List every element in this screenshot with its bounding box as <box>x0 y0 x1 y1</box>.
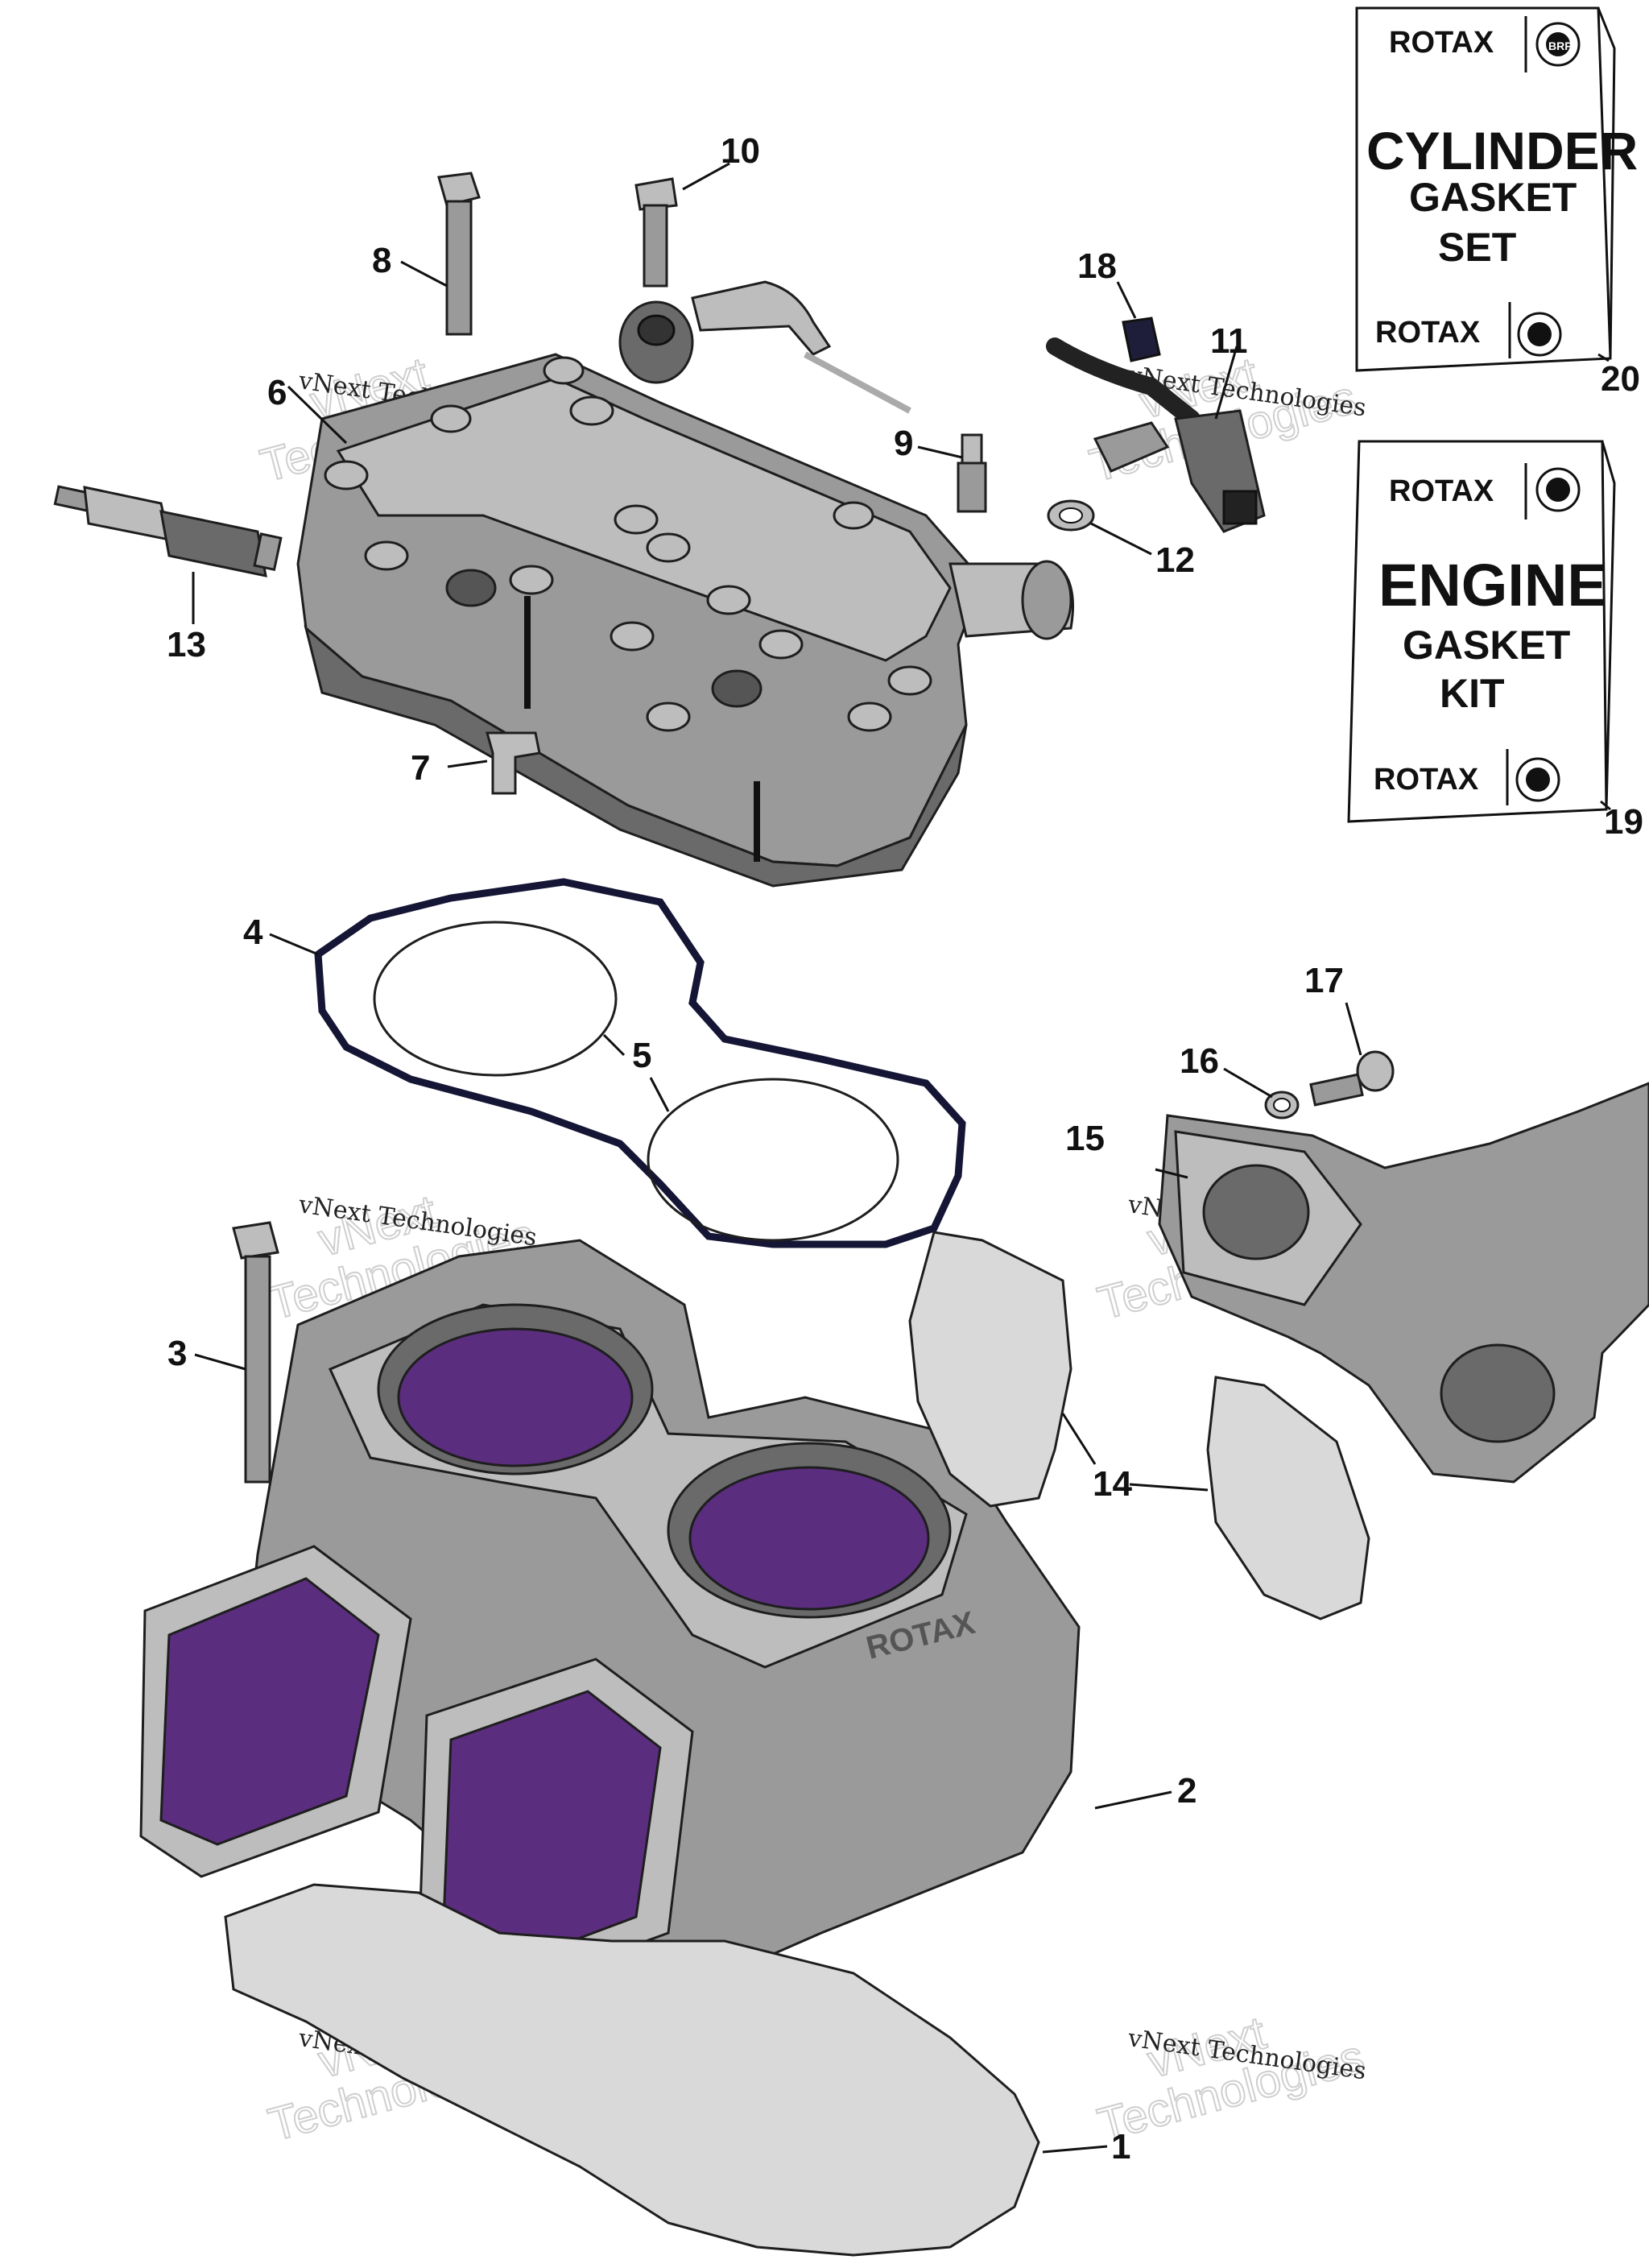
callout-5[interactable]: 5 <box>632 1036 651 1075</box>
exhaust-gasket[interactable] <box>1206 1376 1370 1620</box>
temperature-sensor[interactable] <box>1046 337 1266 533</box>
kit-line3: SET <box>1438 225 1516 270</box>
spark-plug-port <box>445 569 497 607</box>
callout-3[interactable]: 3 <box>167 1334 187 1373</box>
kit-brand-bottom: ROTAX <box>1375 316 1481 350</box>
intake-port <box>139 1545 412 1878</box>
brp-badge-icon <box>1515 757 1560 802</box>
callout-20[interactable]: 20 <box>1601 359 1640 399</box>
manifold-bolt[interactable] <box>1309 1050 1395 1107</box>
exhaust-gasket[interactable] <box>908 1231 1072 1508</box>
kit-line3: KIT <box>1440 671 1505 716</box>
cylinder-bolt[interactable] <box>232 1221 279 1484</box>
knock-sensor[interactable] <box>618 280 911 414</box>
callout-16[interactable]: 16 <box>1180 1041 1219 1081</box>
kit-line1: CYLINDER <box>1366 121 1638 180</box>
intake-port <box>417 1658 694 1999</box>
sensor-washer[interactable] <box>1047 499 1095 532</box>
callout-14[interactable]: 14 <box>1093 1464 1132 1504</box>
cylinder-base-gasket[interactable] <box>224 1883 1040 2257</box>
callout-15[interactable]: 15 <box>1065 1119 1105 1158</box>
brp-badge-text: BRP <box>1548 39 1573 52</box>
kit-brand-top: ROTAX <box>1389 26 1494 60</box>
cylinder-bore <box>667 1442 952 1619</box>
kit-brand-top: ROTAX <box>1389 474 1494 508</box>
spark-plug-port <box>711 669 763 708</box>
sensor-clip[interactable] <box>1122 317 1161 362</box>
kit-line2: GASKET <box>1409 175 1577 220</box>
brp-badge-icon <box>1535 467 1581 512</box>
knock-sensor-bolt[interactable] <box>634 177 678 288</box>
leader-lines <box>192 162 1611 2154</box>
manifold-washer[interactable] <box>1264 1091 1300 1120</box>
spark-plug[interactable] <box>53 485 283 577</box>
callout-8[interactable]: 8 <box>372 241 391 280</box>
callout-11[interactable]: 11 <box>1210 321 1248 361</box>
callout-13[interactable]: 13 <box>167 625 206 664</box>
head-o-ring[interactable] <box>314 878 966 1248</box>
callout-numbers: 1 2 3 4 5 6 7 8 9 10 11 12 13 14 15 16 1… <box>167 131 1643 2167</box>
callout-4[interactable]: 4 <box>243 913 263 952</box>
cylinder-bore <box>377 1303 654 1475</box>
callout-12[interactable]: 12 <box>1155 540 1195 580</box>
callout-18[interactable]: 18 <box>1077 246 1117 286</box>
callout-19[interactable]: 19 <box>1604 802 1643 842</box>
cylinder-head-bolt-long[interactable] <box>437 172 481 336</box>
kit-line2: GASKET <box>1403 623 1570 668</box>
exhaust-manifold[interactable] <box>1158 1082 1649 1484</box>
head-bolt-bosses <box>324 356 932 732</box>
kit-line1: ENGINE <box>1378 552 1607 619</box>
cylinder-ring[interactable] <box>373 921 618 1077</box>
cylinder-ring[interactable] <box>647 1078 899 1242</box>
kit-card-cylinder-gasket-set[interactable]: ROTAX BRP CYLINDER GASKET SET ROTAX <box>1355 6 1638 372</box>
kit-brand-bottom: ROTAX <box>1374 763 1479 797</box>
callout-17[interactable]: 17 <box>1304 961 1344 1000</box>
callout-6[interactable]: 6 <box>267 373 287 412</box>
head-fitting[interactable] <box>957 433 987 513</box>
callout-1[interactable]: 1 <box>1111 2127 1130 2167</box>
callout-7[interactable]: 7 <box>411 748 430 788</box>
cylinder-block[interactable]: ROTAX 6413547 <box>139 1239 1081 1999</box>
coolant-elbow[interactable] <box>486 731 541 795</box>
callout-10[interactable]: 10 <box>721 131 760 171</box>
callout-9[interactable]: 9 <box>894 424 913 463</box>
cylinder-head[interactable] <box>296 353 1074 888</box>
brp-badge-icon <box>1517 312 1562 357</box>
callout-2[interactable]: 2 <box>1177 1771 1196 1811</box>
kit-card-engine-gasket-kit[interactable]: ROTAX ENGINE GASKET KIT ROTAX <box>1347 440 1616 823</box>
brp-badge-icon: BRP <box>1535 22 1581 67</box>
